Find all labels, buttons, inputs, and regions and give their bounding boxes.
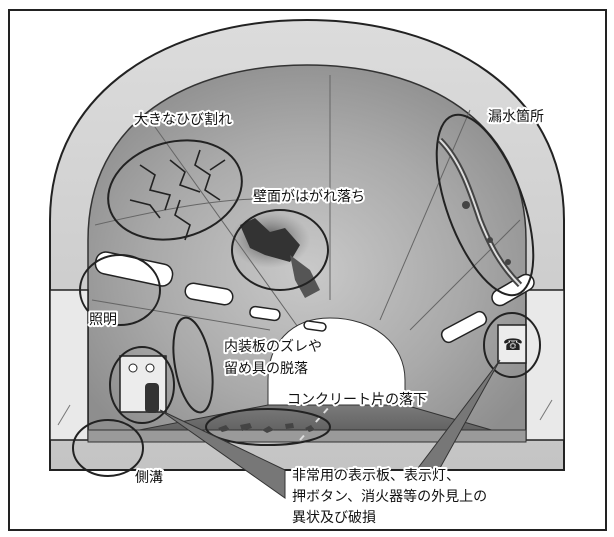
label-gutter: 側溝 (135, 470, 163, 486)
label-concrete-fall: コンクリート片の落下 (287, 392, 427, 408)
gutter-highlight (72, 419, 144, 477)
right-pillar (525, 289, 565, 441)
equipment-callout (159, 359, 501, 499)
label-panel-line2: 留め具の脱落 (224, 361, 308, 377)
label-large-cracks: 大きなひび割れ (134, 111, 232, 128)
left-pillar (49, 289, 89, 441)
label-lighting: 照明 (89, 312, 117, 328)
concrete-highlight (205, 408, 331, 446)
label-panel-line1: 内装板のズレや (224, 339, 322, 355)
sign-highlight (483, 312, 541, 378)
debris-marks (218, 423, 315, 433)
peeling-marks (230, 212, 320, 298)
equipment-highlight (109, 346, 175, 424)
figure-frame (8, 9, 607, 531)
peeling-highlight (231, 209, 329, 291)
crack-marks (129, 149, 226, 241)
label-equipment-line2: 押ボタン、消火器等の外見上の (292, 488, 487, 505)
emergency-equipment: ☎ (119, 324, 527, 413)
leak-marks (437, 137, 523, 288)
highlight-circles (72, 113, 541, 477)
light-highlight (79, 254, 161, 326)
panel-highlight (172, 316, 214, 414)
tunnel-lights (94, 251, 535, 344)
label-wall-peeling: 壁面がはがれ落ち (253, 189, 365, 205)
label-equipment-line3: 異状及び破損 (292, 510, 376, 526)
svg-text:☎: ☎ (503, 335, 523, 354)
leak-highlight (435, 113, 535, 297)
label-equipment-line1: 非常用の表示板、表示灯、 (292, 468, 460, 484)
crack-highlight (107, 139, 243, 241)
label-water-leak: 漏水箇所 (488, 108, 544, 125)
panel-seams (91, 75, 521, 331)
